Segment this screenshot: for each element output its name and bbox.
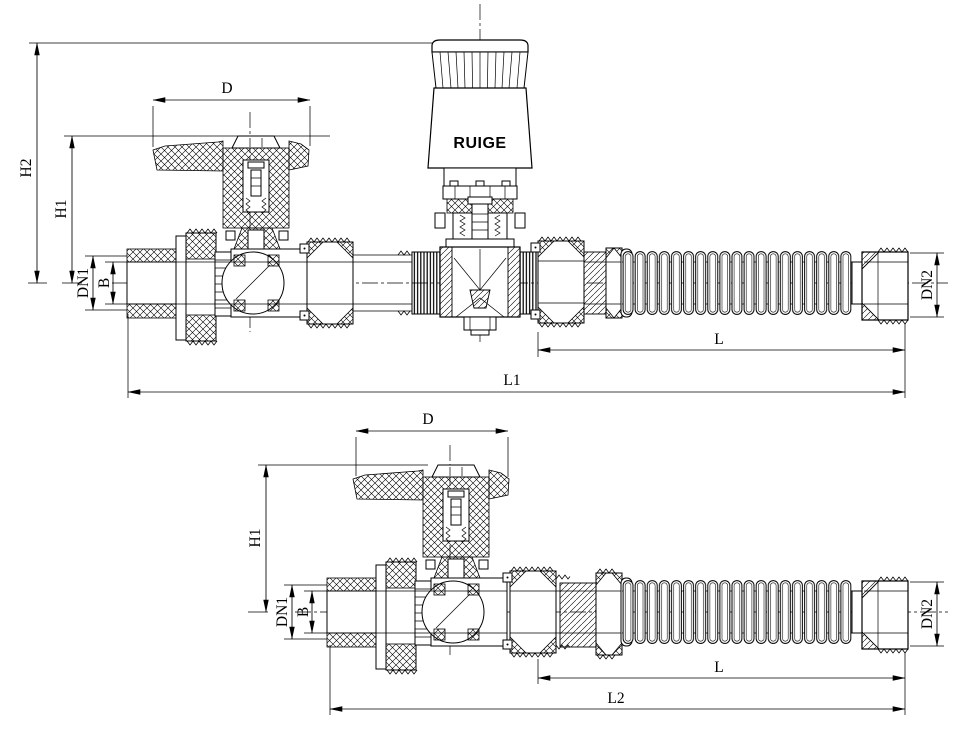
dim-label-dn1-top: DN1: [75, 268, 92, 298]
thermostatic-head-cap: [431, 39, 529, 53]
dimensions-bottom: [248, 428, 906, 715]
dim-label-d-bottom: D: [422, 411, 433, 428]
connecting-pipe: [353, 250, 441, 316]
dimensions-top: [28, 42, 906, 398]
bottom-assembly: D H1 DN1 B L L2 DN2: [247, 411, 948, 715]
hose-coupling-top: [530, 236, 623, 328]
dim-label-d-top: D: [221, 80, 232, 97]
dim-label-l2-bottom: L2: [607, 690, 624, 707]
dim-label-dn1-bottom: DN1: [274, 597, 291, 627]
dim-label-b-top: B: [96, 278, 113, 288]
dim-label-dn2-top: DN2: [919, 270, 936, 300]
flexible-hose-and-outlet-fitting: [621, 577, 944, 653]
union-nut: [502, 566, 557, 658]
union-nut: [299, 237, 354, 329]
dim-label-l-top: L: [714, 331, 723, 348]
thermostatic-valve: [427, 39, 543, 336]
dim-label-dn2-bottom: DN2: [919, 599, 936, 629]
dim-label-h1-bottom: H1: [247, 529, 264, 548]
hose-coupling-bottom: [555, 568, 623, 660]
dim-label-l-bottom: L: [714, 659, 723, 676]
dim-label-l1-top: L1: [503, 372, 520, 389]
flexible-hose-and-outlet-fitting: [621, 248, 944, 324]
inlet-fitting-and-ball-valve: [326, 464, 510, 675]
top-assembly: H2 H1 D DN1 B L L1 DN2 RUIGE: [18, 4, 948, 398]
hose-union-nut: [530, 236, 585, 328]
dim-label-h2-top: H2: [18, 159, 35, 178]
dim-label-b-bottom: B: [295, 607, 312, 617]
brand-logo-text: RUIGE: [453, 135, 506, 152]
inlet-fitting-and-ball-valve: [126, 135, 310, 346]
dim-label-h1-top: H1: [53, 200, 70, 219]
thermostatic-head-body: [427, 87, 533, 169]
